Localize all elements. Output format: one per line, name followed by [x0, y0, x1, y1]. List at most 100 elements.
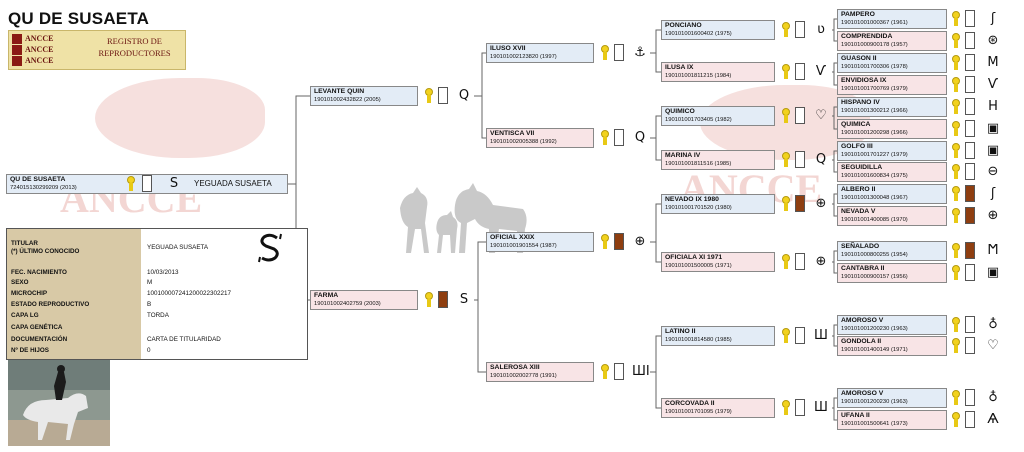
logo-line-1: ANCCE — [25, 34, 54, 43]
medal-icon — [781, 328, 791, 344]
horse-name: CORCOVADA II — [665, 400, 715, 407]
info-label: TITULAR (*) ÚLTIMO CONOCIDO — [11, 240, 80, 255]
brand-icon: M — [987, 55, 999, 70]
info-value: B — [147, 301, 152, 308]
medal-icon — [600, 364, 610, 380]
coat-square — [438, 291, 448, 308]
coat-square — [795, 107, 805, 124]
horse-name: VENTISCA VII — [490, 130, 535, 137]
coat-square — [965, 76, 975, 93]
coat-square — [795, 253, 805, 270]
info-value: TORDA — [147, 312, 169, 319]
subject-card[interactable]: QU DE SUSAETA 724015130299209 (2013) S Y… — [6, 174, 306, 194]
medal-icon — [951, 243, 961, 259]
coat-square — [965, 411, 975, 428]
brand-icon: Ѧ — [987, 412, 999, 427]
info-value: M — [147, 279, 153, 286]
horse-name: LATINO II — [665, 328, 696, 335]
coat-square — [965, 163, 975, 180]
medal-icon — [781, 152, 791, 168]
brand-icon: ʃ — [990, 186, 996, 201]
brand-icon: ⊖ — [987, 164, 999, 179]
horse-reg: 190101001814580 (1985) — [665, 337, 732, 343]
horse-name: AMOROSO V — [841, 317, 884, 324]
info-labels-column — [7, 229, 141, 359]
info-label: FEC. NACIMIENTO — [11, 269, 67, 276]
horse-reg: 190101002002778 (1991) — [490, 373, 557, 379]
horse-reg: 190101001901554 (1987) — [490, 243, 557, 249]
horse-name: GOLFO III — [841, 143, 873, 150]
info-label: Nº DE HIJOS — [11, 347, 49, 354]
brand-icon: Ϻ — [987, 243, 999, 258]
coat-square — [965, 207, 975, 224]
watermark-horse-left — [95, 78, 265, 158]
logo-line-3: ANCCE — [25, 56, 54, 65]
info-label: ESTADO REPRODUCTIVO — [11, 301, 90, 308]
horse-name: CANTABRA II — [841, 265, 885, 272]
brand-icon: Ш — [814, 328, 828, 343]
horse-name: ALBERO II — [841, 186, 876, 193]
brand-s-icon — [258, 233, 282, 263]
horse-name: ILUSA IX — [665, 64, 694, 71]
coat-square — [438, 87, 448, 104]
coat-square — [965, 142, 975, 159]
pedigree-card[interactable]: LATINO II 190101001814580 (1985) Ш — [661, 326, 832, 346]
pedigree-card[interactable]: ALBERO II 190101001300048 (1967) ʃ — [837, 184, 1007, 204]
horse-reg: 190101000900157 (1956) — [841, 274, 908, 280]
horse-reg: 190101001700306 (1978) — [841, 64, 908, 70]
info-label: CAPA LG — [11, 312, 39, 319]
horse-name: OFICIAL XXIX — [490, 234, 535, 241]
horse-reg: 190101001811215 (1984) — [665, 73, 732, 79]
horse-name: PONCIANO — [665, 22, 702, 29]
brand-icon: ⊕ — [815, 196, 827, 211]
info-value: 100100007241200022302217 — [147, 290, 232, 297]
brand-icon: ⊕ — [987, 208, 999, 223]
horse-reg: 190101001200298 (1966) — [841, 130, 908, 136]
info-label: CAPA GENÉTICA — [11, 324, 63, 331]
coat-square — [142, 175, 152, 192]
brand-icon: ♡ — [987, 338, 999, 353]
brand-icon: ♡ — [815, 108, 827, 123]
medal-icon — [951, 265, 961, 281]
coat-square — [965, 337, 975, 354]
horse-reg: 190101002123820 (1997) — [490, 54, 557, 60]
horse-name: NEVADA V — [841, 208, 876, 215]
coat-square — [965, 98, 975, 115]
info-value: CARTA DE TITULARIDAD — [147, 336, 221, 343]
coat-square — [965, 32, 975, 49]
brand-icon: ʋ — [817, 22, 825, 37]
coat-square — [614, 44, 624, 61]
horse-name: GONDOLA II — [841, 338, 882, 345]
brand-icon: Ѵ — [987, 77, 999, 92]
horse-name: ENVIDIOSA IX — [841, 77, 887, 84]
horse-reg: 190101001300048 (1967) — [841, 195, 908, 201]
